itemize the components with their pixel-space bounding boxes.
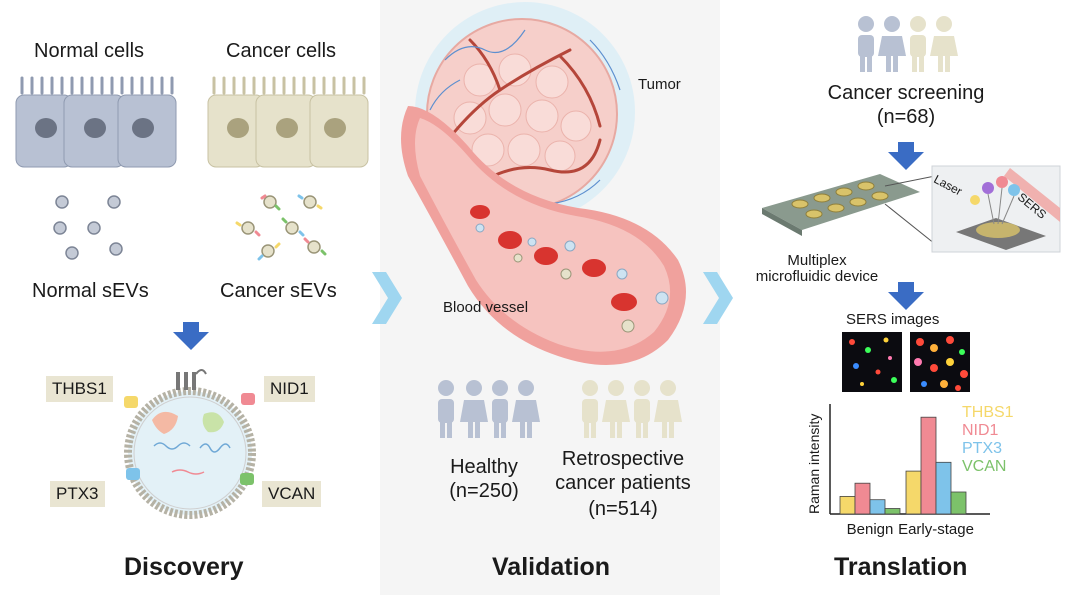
healthy-label: Healthy [450, 456, 518, 478]
down-arrow-icon [173, 322, 209, 350]
healthy-people-icon [438, 380, 540, 438]
bar-early-stage-vcan [950, 491, 967, 515]
cancer-cells-illustration [207, 76, 369, 168]
legend-item-nid1: NID1 [962, 422, 999, 439]
normal-cells-label: Normal cells [34, 40, 145, 62]
ptx3-marker [126, 468, 140, 480]
patients-label-line1: Retrospective [561, 448, 685, 470]
chevron-right-icon [372, 272, 402, 324]
marker-label-ptx3: PTX3 [50, 481, 105, 507]
bar-benign-ptx3 [869, 499, 886, 515]
cancer-cells-label: Cancer cells [226, 40, 337, 62]
microfluidic-device-illustration [762, 174, 941, 249]
device-label-line1: Multiplex [787, 252, 847, 269]
marker-label-thbs1: THBS1 [46, 376, 113, 402]
bar-early-stage-nid1 [920, 416, 937, 515]
chart-legend: THBS1 NID1 PTX3 VCAN [962, 404, 1014, 476]
cancer-sevs-label: Cancer sEVs [220, 280, 337, 302]
sev-membrane-diagram [124, 369, 256, 519]
patients-label-line2: cancer patients [555, 472, 691, 494]
patients-count: (n=514) [588, 498, 658, 520]
legend-item-ptx3: PTX3 [962, 440, 1003, 457]
marker-label-nid1: NID1 [264, 376, 315, 402]
screening-label: Cancer screening [827, 82, 985, 104]
thbs1-marker [124, 396, 138, 408]
vcan-marker [240, 473, 254, 485]
bar-benign-nid1 [854, 482, 871, 515]
sers-image-benign [842, 332, 902, 392]
marker-label-vcan: VCAN [262, 481, 322, 507]
bar-early-stage-ptx3 [935, 461, 952, 515]
down-arrow-icon [888, 282, 924, 310]
x-tick-label: Benign [847, 521, 894, 538]
bar-benign-vcan [884, 508, 901, 515]
nid1-marker [241, 393, 255, 405]
stage-title-validation: Validation [492, 553, 611, 581]
screening-count: (n=68) [876, 106, 936, 128]
sers-images-label: SERS images [846, 311, 940, 328]
bar-benign-thbs1 [839, 495, 856, 515]
blood-vessel-label: Blood vessel [443, 299, 529, 316]
screening-people-icon [858, 16, 958, 72]
normal-sevs-illustration [53, 195, 123, 260]
stage-title-translation: Translation [834, 553, 968, 581]
normal-cells-illustration [15, 76, 177, 168]
device-label-line2: microfluidic device [755, 268, 879, 285]
healthy-count: (n=250) [449, 480, 519, 502]
patients-people-icon [582, 380, 682, 438]
x-tick-label: Early-stage [898, 521, 974, 538]
chart-y-label: Raman intensity [806, 413, 822, 514]
legend-item-vcan: VCAN [962, 458, 1007, 475]
blood-vessel-illustration [401, 106, 686, 365]
stage-title-discovery: Discovery [124, 553, 244, 581]
cancer-sevs-illustration [235, 194, 327, 261]
tumor-label: Tumor [638, 76, 681, 93]
normal-sevs-label: Normal sEVs [32, 280, 149, 302]
sers-inset-illustration [931, 165, 1061, 253]
chevron-right-icon [703, 272, 733, 324]
legend-item-thbs1: THBS1 [962, 404, 1014, 421]
down-arrow-icon [888, 142, 924, 170]
sers-image-early-stage [910, 332, 970, 392]
bar-early-stage-thbs1 [905, 470, 922, 515]
